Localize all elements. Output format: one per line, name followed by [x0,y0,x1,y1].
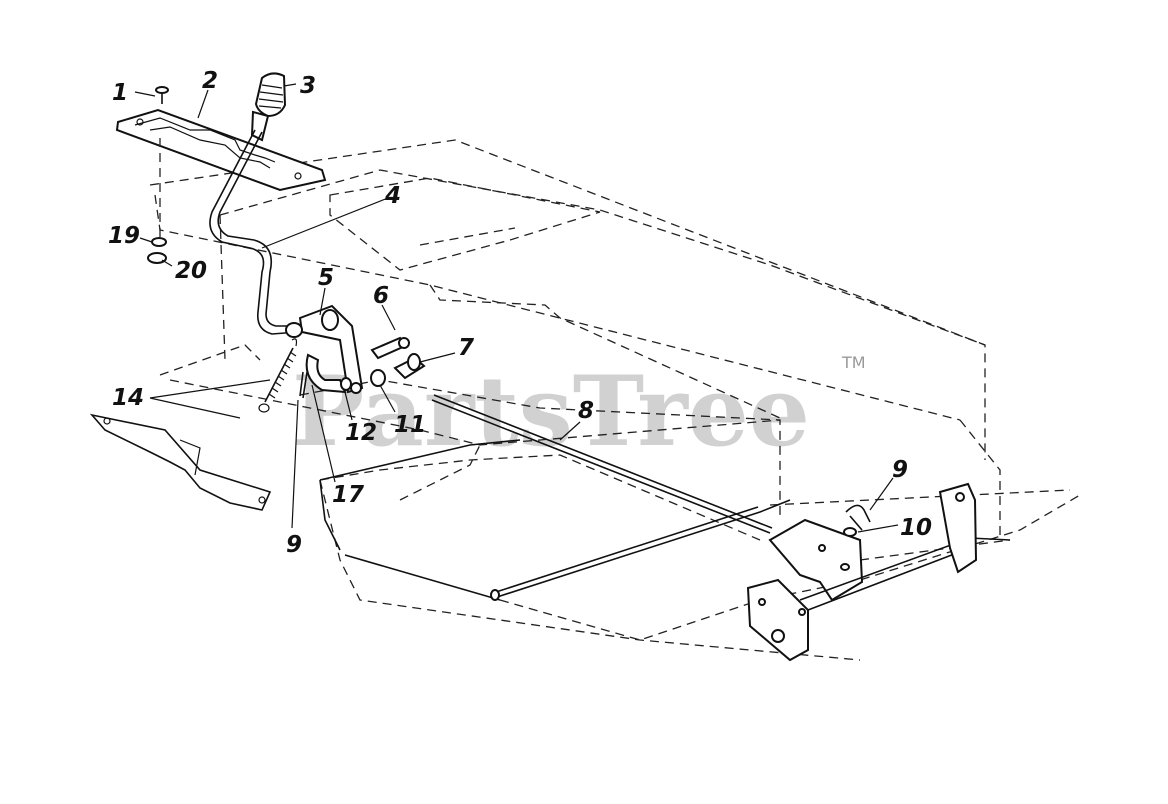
callout-8: 8 [578,398,594,424]
callout-9-left: 9 [286,532,302,558]
shift-lever-rod [209,129,299,335]
shift-lever-rod-edge [217,131,298,327]
callout-12: 12 [345,420,377,446]
trademark-symbol: TM [841,353,866,372]
shoulder-bolt [393,353,426,380]
callout-3: 3 [300,73,316,99]
callout-labels: 1 2 3 4 5 6 7 8 9 9 10 11 12 14 17 19 20 [108,68,932,558]
callout-2: 2 [202,68,218,94]
extension-spring [258,338,298,413]
callout-6: 6 [373,283,389,309]
callout-9-right: 9 [892,457,908,483]
left-floor-plate [89,413,272,511]
plate-hole [103,417,111,425]
watermark: PartsTree [292,355,810,468]
callout-14: 14 [112,385,144,411]
hex-nut [147,252,167,264]
callout-11: 11 [394,412,426,438]
callout-1: 1 [112,80,128,106]
phantom-frame [149,139,1081,661]
callout-17: 17 [332,482,364,508]
shift-plate [115,108,327,192]
callout-4: 4 [384,183,401,209]
callout-5: 5 [318,265,334,291]
pivot-bracket [285,304,364,394]
screw [155,86,169,104]
hair-pin-right [845,504,871,531]
callout-7: 7 [458,335,474,361]
shift-knob [250,72,287,142]
callout-20: 20 [175,258,207,284]
plate-bracket [179,439,201,476]
callout-10: 10 [900,515,932,541]
plate-hole [258,496,266,504]
lock-washer [340,377,352,391]
washer [151,237,167,247]
callout-19: 19 [108,223,140,249]
flat-washer [370,369,386,387]
lift-linkage [746,482,1011,662]
clevis-pin [370,336,410,360]
control-rod [431,394,791,601]
leader-lines [134,83,899,533]
lower-tray-rim [319,439,521,601]
cotter-pin-left [299,371,308,399]
